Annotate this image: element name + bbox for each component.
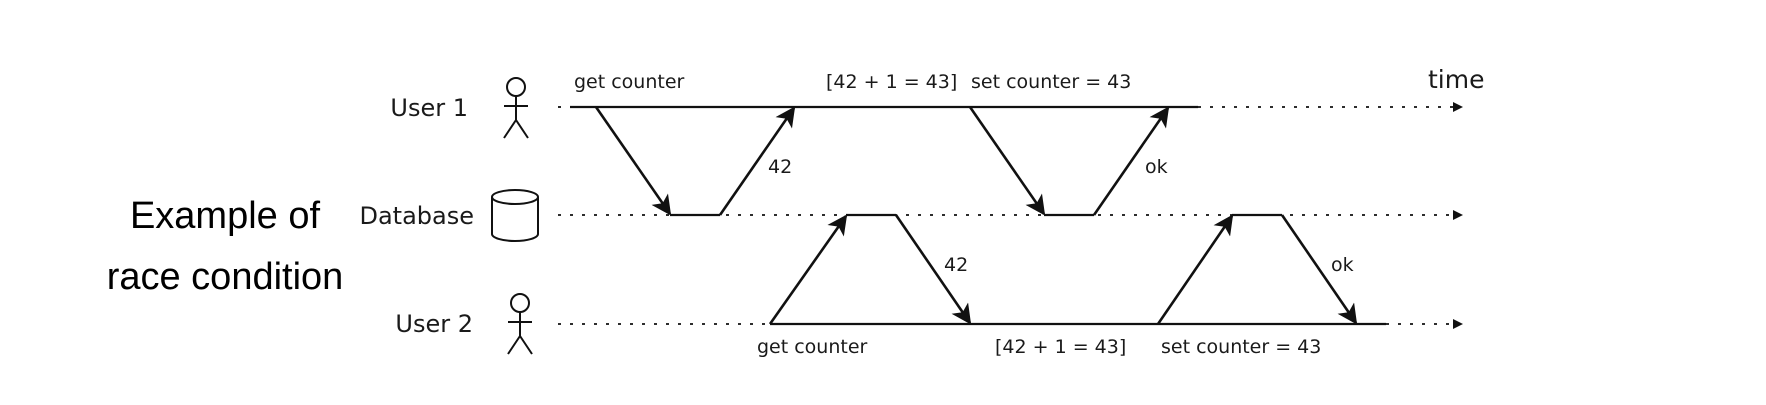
user1-read-response-arrow (718, 106, 796, 216)
user1-read-response-label: 42 (768, 156, 792, 178)
user2-set-counter-label: set counter = 43 (1161, 336, 1321, 358)
caption-line-2: race condition (106, 256, 344, 298)
person-icon (503, 77, 529, 139)
user1-write-response-label: ok (1145, 156, 1168, 178)
user1-compute-label: [42 + 1 = 43] (826, 71, 957, 93)
user2-read-response-arrow (894, 214, 972, 325)
user1-get-request-arrow (594, 106, 672, 216)
lane-label-user1: User 1 (390, 94, 468, 122)
user2-read-response-label: 42 (944, 254, 968, 276)
message-arrows (594, 106, 1358, 325)
user2-get-request-arrow (768, 214, 848, 325)
user2-get-counter-label: get counter (757, 336, 868, 358)
user2-compute-label: [42 + 1 = 43] (995, 336, 1126, 358)
user1-get-counter-label: get counter (574, 71, 685, 93)
lane-label-database: Database (359, 202, 474, 230)
time-label: time (1428, 65, 1484, 94)
database-cylinder-icon (491, 189, 539, 242)
lane-label-user2: User 2 (395, 310, 473, 338)
user2-write-response-label: ok (1331, 254, 1354, 276)
caption-line-1: Example of (129, 195, 321, 237)
user1-set-request-arrow (968, 106, 1046, 216)
user2-write-response-arrow (1280, 214, 1358, 325)
user1-set-counter-label: set counter = 43 (971, 71, 1131, 93)
person-icon (507, 293, 533, 355)
user1-write-response-arrow (1092, 106, 1170, 216)
user2-set-request-arrow (1156, 214, 1234, 325)
